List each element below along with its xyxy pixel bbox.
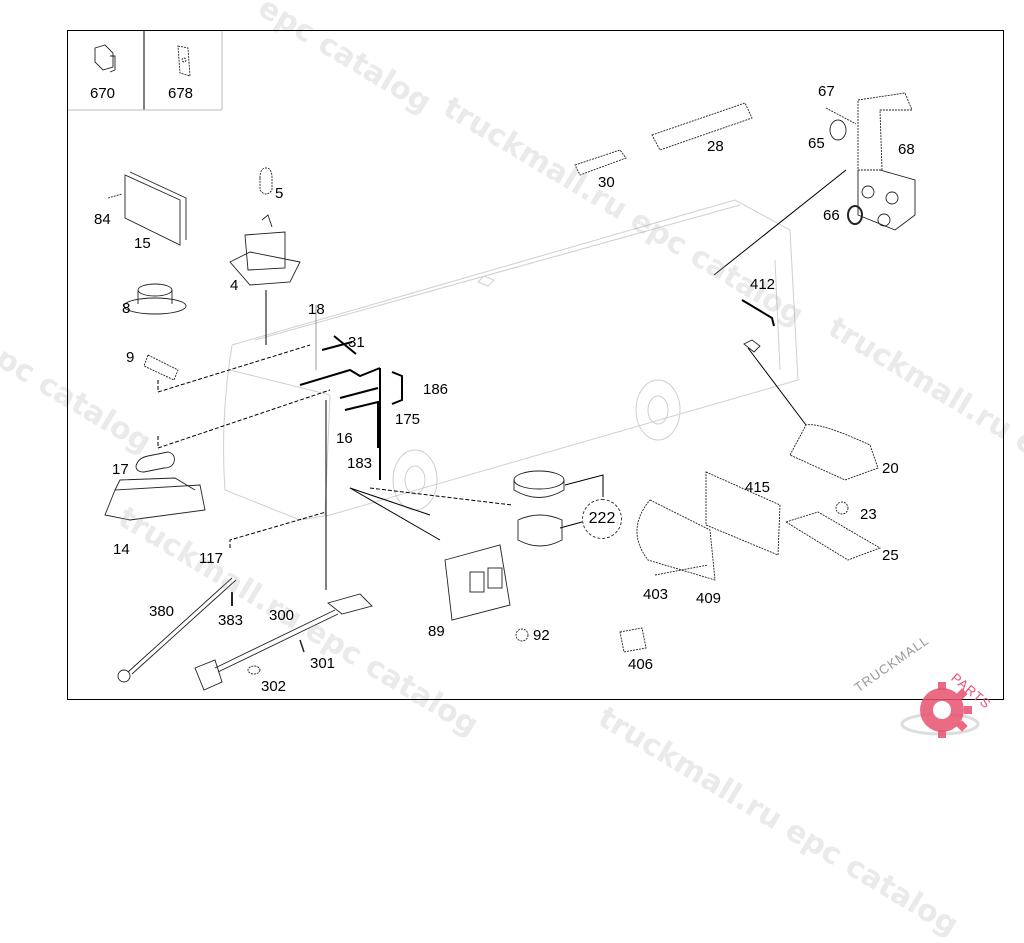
legend-box-lines bbox=[67, 30, 223, 111]
callout-302[interactable]: 302 bbox=[261, 678, 287, 695]
callout-222[interactable]: 222 bbox=[582, 499, 622, 539]
callout-409[interactable]: 409 bbox=[696, 590, 722, 607]
callout-16[interactable]: 16 bbox=[336, 430, 353, 447]
callout-8[interactable]: 8 bbox=[122, 300, 131, 317]
wiring-harness bbox=[299, 299, 775, 480]
callout-20[interactable]: 20 bbox=[882, 460, 899, 477]
exploded-view-drawing bbox=[67, 30, 916, 691]
callout-23[interactable]: 23 bbox=[860, 506, 877, 523]
callout-68[interactable]: 68 bbox=[898, 141, 915, 158]
callout-89[interactable]: 89 bbox=[428, 623, 445, 640]
callout-14[interactable]: 14 bbox=[113, 541, 130, 558]
part-670-icon bbox=[94, 44, 116, 73]
leader-lines bbox=[157, 169, 847, 590]
part-drawings bbox=[104, 92, 916, 691]
callout-5[interactable]: 5 bbox=[275, 185, 284, 202]
callout-28[interactable]: 28 bbox=[707, 138, 724, 155]
callout-30[interactable]: 30 bbox=[598, 174, 615, 191]
callout-412[interactable]: 412 bbox=[750, 276, 776, 293]
callout-301[interactable]: 301 bbox=[310, 655, 336, 672]
legend-label-678[interactable]: 678 bbox=[168, 85, 194, 102]
callout-186[interactable]: 186 bbox=[423, 381, 449, 398]
callout-403[interactable]: 403 bbox=[643, 586, 669, 603]
callout-4[interactable]: 4 bbox=[230, 277, 239, 294]
callout-67[interactable]: 67 bbox=[818, 83, 835, 100]
callout-92[interactable]: 92 bbox=[533, 627, 550, 644]
callout-183[interactable]: 183 bbox=[347, 455, 373, 472]
callout-380[interactable]: 380 bbox=[149, 603, 175, 620]
callout-66[interactable]: 66 bbox=[823, 207, 840, 224]
callout-84[interactable]: 84 bbox=[94, 211, 111, 228]
callout-415[interactable]: 415 bbox=[745, 479, 771, 496]
callout-300[interactable]: 300 bbox=[269, 607, 295, 624]
truckmall-parts-logo: TRUCKMALL PARTS bbox=[851, 632, 1020, 750]
callout-31[interactable]: 31 bbox=[348, 334, 365, 351]
callout-18[interactable]: 18 bbox=[308, 301, 325, 318]
callout-9[interactable]: 9 bbox=[126, 349, 135, 366]
callout-15[interactable]: 15 bbox=[134, 235, 151, 252]
legend-label-670[interactable]: 670 bbox=[90, 85, 116, 102]
callout-17[interactable]: 17 bbox=[112, 461, 129, 478]
callout-383[interactable]: 383 bbox=[218, 612, 244, 629]
callout-25[interactable]: 25 bbox=[882, 547, 899, 564]
drawing-frame bbox=[67, 30, 1004, 700]
part-678-icon bbox=[177, 45, 191, 77]
callout-175[interactable]: 175 bbox=[395, 411, 421, 428]
callout-65[interactable]: 65 bbox=[808, 135, 825, 152]
gear-icon bbox=[900, 682, 980, 738]
callout-117[interactable]: 117 bbox=[199, 550, 223, 567]
callout-406[interactable]: 406 bbox=[628, 656, 654, 673]
